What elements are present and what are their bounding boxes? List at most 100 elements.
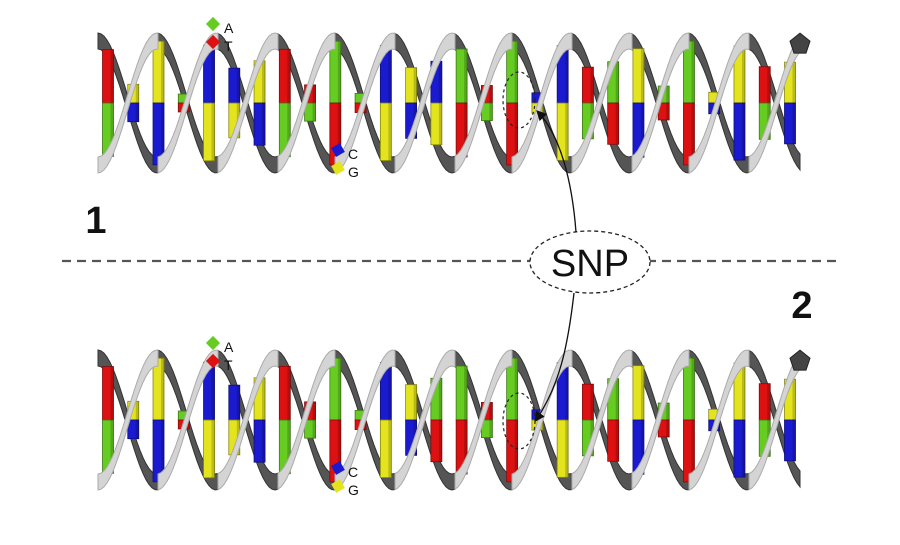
base-c xyxy=(733,102,746,161)
backbone-front-segment xyxy=(688,32,750,174)
backbone-front-segment xyxy=(454,32,513,174)
base-pair-shadow xyxy=(565,362,569,478)
base-pair-shadow xyxy=(312,401,316,439)
base-c xyxy=(127,102,140,123)
legend-label-g: G xyxy=(348,482,359,498)
legend-top-CG: C G xyxy=(331,143,359,180)
base-g xyxy=(203,419,215,479)
legend-swatch-c-icon xyxy=(331,461,345,475)
base-pair-shadow xyxy=(388,362,392,478)
base-pair-shadow xyxy=(413,67,417,139)
snp-arrow-top xyxy=(536,110,577,233)
base-c xyxy=(253,102,266,146)
legend-label-t: T xyxy=(224,38,233,54)
base-c xyxy=(127,419,140,440)
strand-label-2: 2 xyxy=(791,285,812,327)
base-pair-shadow xyxy=(438,378,442,462)
base-pair-shadow xyxy=(565,45,569,161)
legend-label-c: C xyxy=(348,464,358,480)
base-c xyxy=(253,419,266,463)
base-pair-shadow xyxy=(236,385,240,455)
base-pair-shadow xyxy=(741,45,745,161)
base-pair-shadow xyxy=(135,84,139,122)
legend-swatch-a-icon xyxy=(205,16,221,32)
base-g xyxy=(379,102,392,161)
base-pair-shadow xyxy=(161,358,165,482)
backbone-front-segment xyxy=(97,349,159,491)
backbone-front-segment xyxy=(157,349,219,491)
base-c xyxy=(733,419,746,478)
backbone-front-segment xyxy=(571,32,633,174)
legend-label-c: C xyxy=(348,146,358,162)
base-pair-shadow xyxy=(337,358,341,482)
base-pair-shadow xyxy=(489,402,493,438)
snp-callout-label: SNP xyxy=(551,243,629,285)
backbone-front-segment xyxy=(97,32,159,174)
base-pair-shadow xyxy=(615,61,619,145)
backbone-front-segment xyxy=(334,32,396,174)
legend-label-t: T xyxy=(224,357,233,373)
base-pair-shadow xyxy=(640,365,644,475)
base-pair-shadow xyxy=(211,45,215,161)
legend-swatch-g-icon xyxy=(331,161,345,175)
base-pair-shadow xyxy=(388,45,392,161)
backbone-front-segment xyxy=(277,349,336,491)
backbone-front-segment xyxy=(454,349,513,491)
legend-swatch-c-icon xyxy=(331,143,345,157)
base-pair-shadow xyxy=(792,62,796,144)
backbone-front-segment xyxy=(631,349,690,491)
base-pair-shadow xyxy=(514,41,518,165)
legend-label-a: A xyxy=(224,339,234,355)
base-pair-shadow xyxy=(691,358,695,482)
backbone-front-segment xyxy=(334,349,396,491)
base-pair-shadow xyxy=(691,41,695,165)
base-pair-shadow xyxy=(110,366,114,474)
backbone-front-segment xyxy=(277,32,336,174)
base-pair-shadow xyxy=(767,383,771,457)
backbone-front-segment xyxy=(571,349,633,491)
base-pair-shadow xyxy=(666,403,670,437)
base-pair-shadow xyxy=(464,48,468,158)
snp-callout-bubble xyxy=(529,230,651,294)
base-pair-shadow xyxy=(135,401,139,439)
backbone-front-segment xyxy=(394,32,456,174)
base-pair-shadow xyxy=(161,41,165,165)
base-c xyxy=(784,102,796,145)
base-pair-shadow xyxy=(590,384,594,456)
base-t xyxy=(430,419,443,463)
base-t xyxy=(607,102,620,145)
backbone-front-segment xyxy=(394,349,456,491)
legend-swatch-g-icon xyxy=(331,479,345,493)
base-pair-shadow xyxy=(287,49,291,157)
base-g xyxy=(430,102,443,146)
base-g xyxy=(379,419,392,478)
legend-label-g: G xyxy=(348,164,359,180)
base-g xyxy=(556,419,569,478)
base-pair-shadow xyxy=(337,41,341,165)
base-pair-shadow xyxy=(489,85,493,121)
backbone-front-segment xyxy=(688,349,750,491)
legend-bottom-AT: A T xyxy=(205,335,234,373)
backbone-front-segment xyxy=(631,32,690,174)
backbone-front-segment xyxy=(217,32,279,174)
backbone-end-cap-icon xyxy=(789,349,811,371)
backbone-front-segment xyxy=(157,32,219,174)
legend-swatch-a-icon xyxy=(205,335,221,351)
base-pair-shadow xyxy=(262,60,266,146)
base-g xyxy=(556,102,569,161)
base-g xyxy=(203,102,215,162)
base-t xyxy=(607,419,620,462)
backbone-front-segment xyxy=(511,32,573,174)
base-pair-shadow xyxy=(413,384,417,456)
base-pair-shadow xyxy=(767,66,771,140)
base-pair-shadow xyxy=(615,378,619,462)
dna-helix-2 xyxy=(97,349,811,491)
base-pair-shadow xyxy=(262,377,266,463)
strand-label-1: 1 xyxy=(85,200,106,242)
base-c xyxy=(784,419,796,462)
snp-highlight-1 xyxy=(502,71,536,129)
base-pair-shadow xyxy=(287,366,291,474)
snp-arrow-bottom xyxy=(534,292,575,423)
base-pair-shadow xyxy=(792,379,796,461)
